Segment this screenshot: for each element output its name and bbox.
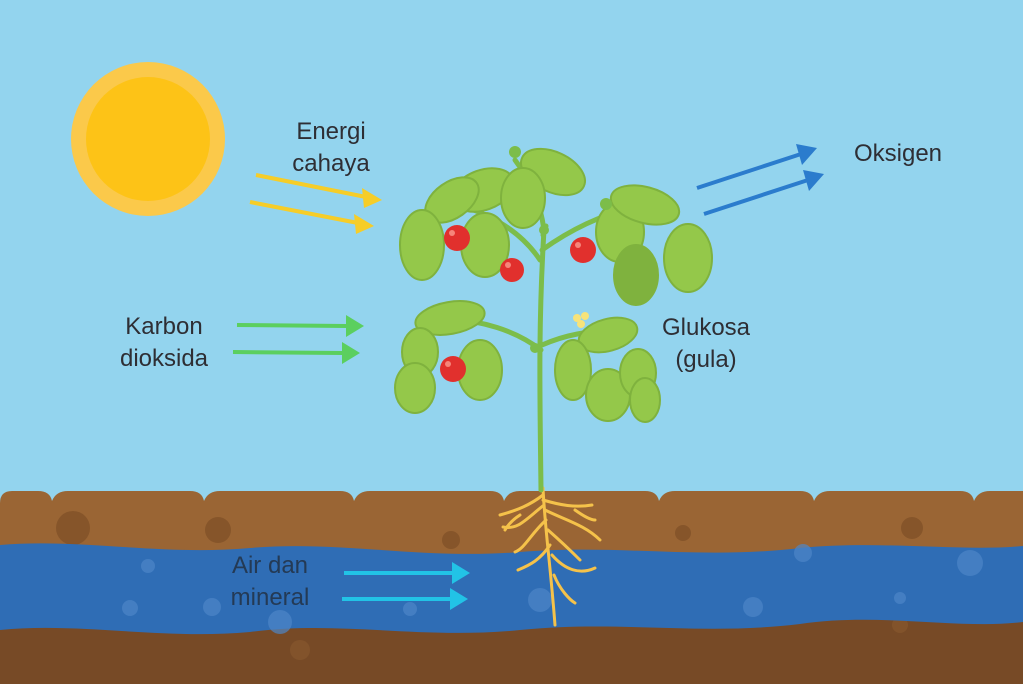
carbon-dioxide-arrows (232, 315, 364, 364)
light-arrow-2 (249, 200, 359, 225)
label-light-energy-line2: cahaya (292, 150, 370, 177)
label-water-minerals-line2: mineral (230, 584, 310, 611)
flower-icon (573, 312, 589, 328)
light-energy-arrows (249, 173, 382, 234)
groundwater (0, 543, 1023, 635)
label-glucose-line1: Glukosa (661, 314, 751, 341)
oxygen-arrow-2 (703, 178, 809, 216)
label-water-minerals-line1: Air dan (231, 552, 309, 579)
root-icon (498, 486, 602, 627)
label-carbon-dioxide-line1: Karbon (125, 313, 203, 340)
label-glucose: Glukosa (gula) (646, 312, 766, 376)
label-carbon-dioxide-line2: dioksida (119, 345, 209, 372)
label-light-energy: Energi cahaya (276, 116, 386, 180)
co2-arrow-1 (236, 323, 347, 328)
label-oxygen-line1: Oksigen (853, 140, 943, 167)
plant-icon (394, 146, 713, 493)
sun-icon (71, 62, 225, 216)
label-light-energy-line1: Energi (296, 118, 366, 145)
oxygen-arrow-1 (696, 152, 802, 190)
label-oxygen: Oksigen (838, 138, 958, 170)
water-arrows (342, 562, 470, 610)
tomato-icon (440, 225, 596, 382)
light-arrow-1 (255, 173, 367, 199)
oxygen-arrows (696, 144, 824, 216)
co2-arrow-2 (232, 350, 343, 355)
label-water-minerals: Air dan mineral (215, 550, 325, 614)
label-carbon-dioxide: Karbon dioksida (104, 311, 224, 375)
label-glucose-line2: (gula) (675, 346, 737, 373)
